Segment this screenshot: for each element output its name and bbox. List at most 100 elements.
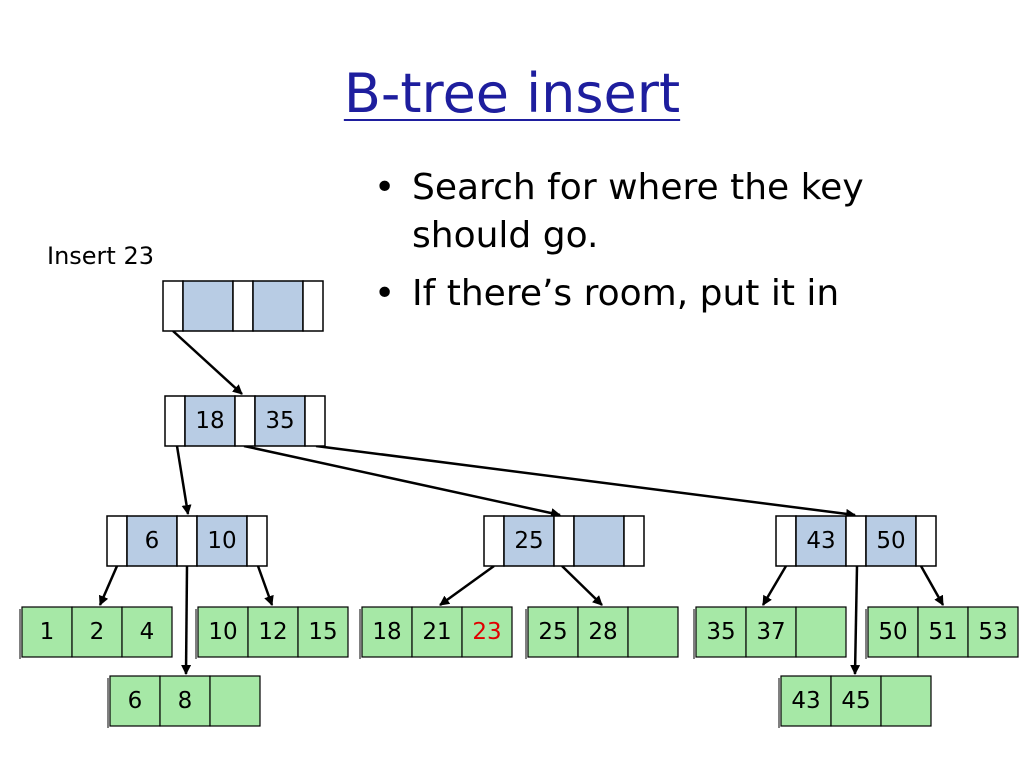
pointer-arrow (256, 565, 274, 606)
key-cell (573, 515, 625, 567)
key-label: 10 (207, 528, 236, 554)
leaf-cell (71, 606, 123, 658)
pointer-arrow (181, 565, 192, 675)
leaf-cell (109, 675, 161, 727)
tree-edges (98, 330, 945, 675)
pointer-arrow (439, 564, 495, 607)
pointer-arrow (561, 565, 603, 606)
key-label: 2 (90, 619, 105, 645)
key-cell (184, 395, 236, 447)
key-label: 37 (756, 619, 785, 645)
leaf-cell (780, 675, 832, 727)
leaf-cell (247, 606, 299, 658)
key-label: 15 (308, 619, 337, 645)
child-pointer-slot (164, 395, 186, 447)
key-cell (865, 515, 917, 567)
key-cell (254, 395, 306, 447)
pointer-arrow (98, 565, 119, 606)
leaf-cell (527, 606, 579, 658)
pointer-arrow (761, 565, 788, 606)
leaf-cell (745, 606, 797, 658)
leaf-10-12-15: 10 12 15 (195, 606, 349, 659)
key-label: 8 (178, 688, 193, 714)
leaf-43-45: 43 45 (778, 675, 932, 728)
child-pointer-slot (483, 515, 505, 567)
key-label: 45 (841, 688, 870, 714)
child-pointer-slot (246, 515, 268, 567)
leaf-cell (411, 606, 463, 658)
slide-title-text: B-tree insert (343, 62, 681, 125)
key-label: 6 (128, 688, 143, 714)
key-label: 28 (588, 619, 617, 645)
child-pointer-slot (232, 280, 254, 332)
internal-node-n6-10: 6 10 (106, 515, 268, 567)
slide-title: B-tree insert (0, 62, 1024, 125)
leaf-1-2-4: 1 2 4 (19, 606, 173, 659)
leaf-cell (159, 675, 211, 727)
child-pointer-slot (623, 515, 645, 567)
child-pointer-slot (162, 280, 184, 332)
key-label: 21 (422, 619, 451, 645)
leaf-cell (795, 606, 847, 658)
leaf-cell (361, 606, 413, 658)
leaf-cell (830, 675, 882, 727)
child-pointer-slot (915, 515, 937, 567)
key-label: 35 (706, 619, 735, 645)
key-label: 25 (538, 619, 567, 645)
leaf-cell (917, 606, 969, 658)
key-label: 35 (265, 408, 294, 434)
key-label: 18 (195, 408, 224, 434)
key-cell (126, 515, 178, 567)
leaf-cell (967, 606, 1019, 658)
child-pointer-slot (234, 395, 256, 447)
leaf-cell (695, 606, 747, 658)
leaf-cell (209, 675, 261, 727)
pointer-arrow (919, 565, 945, 606)
leaf-cell (880, 675, 932, 727)
key-cell (503, 515, 555, 567)
leaf-cell (867, 606, 919, 658)
leaf-cell (577, 606, 629, 658)
insert-label: Insert 23 (47, 242, 155, 270)
leaf-cell (197, 606, 249, 658)
key-cell (795, 515, 847, 567)
pointer-arrow (850, 565, 861, 675)
leaf-35-37: 35 37 (693, 606, 847, 659)
child-pointer-slot (302, 280, 324, 332)
internal-node-n43-50: 43 50 (775, 515, 937, 567)
pointer-arrow (172, 330, 243, 395)
key-label: 1 (40, 619, 55, 645)
inserted-key-label: 23 (472, 619, 501, 645)
key-label: 4 (140, 619, 155, 645)
key-label: 50 (876, 528, 905, 554)
key-label: 18 (372, 619, 401, 645)
leaf-cell (297, 606, 349, 658)
key-label: 12 (258, 619, 287, 645)
pointer-arrow (243, 444, 561, 518)
key-cell (252, 280, 304, 332)
child-pointer-slot (553, 515, 575, 567)
pointer-arrow (175, 445, 192, 515)
key-label: 25 (514, 528, 543, 554)
key-label: 50 (878, 619, 907, 645)
key-label: 10 (208, 619, 237, 645)
internal-node-n25: 25 (483, 515, 645, 567)
key-label: 43 (806, 528, 835, 554)
bullet-list: Search for where the key should go. If t… (368, 164, 988, 328)
root-node (162, 280, 324, 332)
leaf-cell (627, 606, 679, 658)
leaf-cell (461, 606, 513, 658)
child-pointer-slot (176, 515, 198, 567)
bullet-item-1: Search for where the key should go. (368, 164, 988, 260)
leaf-25-28: 25 28 (525, 606, 679, 659)
key-label: 6 (145, 528, 160, 554)
leaf-cell (121, 606, 173, 658)
leaf-18-21-23: 18 21 23 (359, 606, 513, 659)
key-label: 53 (978, 619, 1007, 645)
child-pointer-slot (845, 515, 867, 567)
key-label: 43 (791, 688, 820, 714)
